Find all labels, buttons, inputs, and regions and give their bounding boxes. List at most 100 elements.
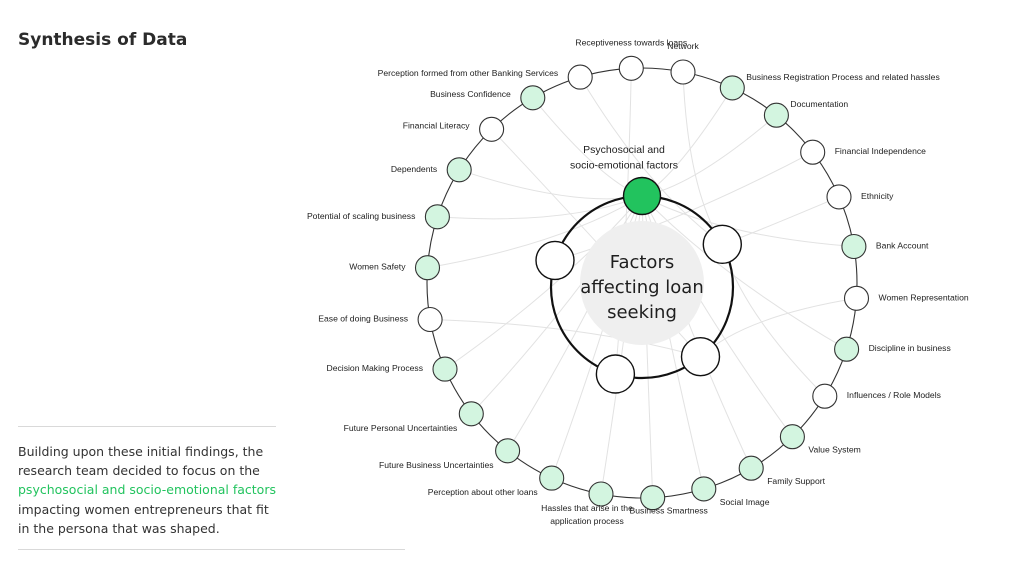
hub-label-line: Psychosocial and xyxy=(583,144,665,156)
factor-node-financial-literacy[interactable] xyxy=(479,116,505,142)
factor-node-influences-role-models[interactable] xyxy=(812,383,838,409)
inner-node[interactable] xyxy=(595,354,636,394)
factor-node-financial-independence[interactable] xyxy=(800,139,826,165)
factor-label: Ease of doing Business xyxy=(318,314,408,324)
factor-label: Women Representation xyxy=(879,293,969,303)
factor-label-line: application process xyxy=(550,516,624,526)
factor-label-line: Hassles that arise in the xyxy=(541,503,633,513)
factor-label-line: Influences / Role Models xyxy=(847,390,941,400)
center-glow xyxy=(580,221,704,345)
factor-label-line: Future Business Uncertainties xyxy=(379,460,494,470)
factor-node-decision-making-process[interactable] xyxy=(432,356,458,382)
hub-label-line: socio-emotional factors xyxy=(570,160,678,172)
factor-label-line: Ease of doing Business xyxy=(318,314,408,324)
factor-node-discipline-in-business[interactable] xyxy=(834,336,860,362)
factor-node-network[interactable] xyxy=(670,59,696,85)
connection-line xyxy=(470,195,643,415)
factor-label: Perception about other loans xyxy=(428,487,538,497)
factor-label: Dependents xyxy=(391,164,437,174)
factor-label: Decision Making Process xyxy=(327,363,423,373)
connection-line xyxy=(430,319,701,358)
description-text: Building upon these initial findings, th… xyxy=(18,442,280,538)
factor-label-line: Receptiveness towards loans xyxy=(575,38,687,48)
factor-node-business-registration-process-and-related-hassles[interactable] xyxy=(719,75,745,101)
factor-label-line: Perception formed from other Banking Ser… xyxy=(378,68,559,78)
factor-label: Value System xyxy=(808,445,860,455)
factor-label-line: Financial Independence xyxy=(835,146,926,156)
factor-label: Social Image xyxy=(720,497,770,507)
factor-label: Perception formed from other Banking Ser… xyxy=(378,68,559,78)
description-after: impacting women entrepreneurs that fit i… xyxy=(18,501,269,536)
factor-node-future-personal-uncertainties[interactable] xyxy=(458,401,484,427)
factor-label: Financial Independence xyxy=(835,146,926,156)
factor-node-value-system[interactable] xyxy=(779,424,805,450)
connection-line xyxy=(459,169,643,200)
factor-label: Financial Literacy xyxy=(403,121,471,131)
factor-node-women-safety[interactable] xyxy=(414,255,441,281)
factor-label: Business Smartness xyxy=(630,506,708,516)
center-label-line: affecting loan xyxy=(580,277,703,298)
factor-node-social-image[interactable] xyxy=(691,476,717,502)
description-highlight: psychosocial and socio-emotional factors xyxy=(18,482,276,498)
factor-label: Business Confidence xyxy=(430,89,511,99)
factor-label: Future Business Uncertainties xyxy=(379,460,494,470)
factor-label-line: Family Support xyxy=(767,476,825,486)
inner-node[interactable] xyxy=(680,337,721,377)
factor-node-future-business-uncertainties[interactable] xyxy=(495,438,521,464)
factor-label-line: Business Smartness xyxy=(630,506,708,516)
factor-label-line: Discipline in business xyxy=(869,343,951,353)
factor-label: Business Registration Process and relate… xyxy=(746,72,939,82)
connection-line xyxy=(427,195,643,269)
factor-label-line: Documentation xyxy=(790,99,848,109)
factor-label-line: Decision Making Process xyxy=(327,363,423,373)
inner-node[interactable] xyxy=(702,224,742,265)
factor-label: Bank Account xyxy=(876,241,929,251)
factor-node-hassles-that-arise-in-the-application-process[interactable] xyxy=(588,481,614,507)
factor-node-ease-of-doing-business[interactable] xyxy=(417,306,443,333)
factor-label-line: Network xyxy=(667,41,699,51)
connection-line xyxy=(444,195,643,370)
hub-node-psychosocial[interactable] xyxy=(622,176,662,216)
connection-line xyxy=(721,244,826,397)
factor-node-business-smartness[interactable] xyxy=(640,485,666,511)
factor-node-business-confidence[interactable] xyxy=(520,85,546,111)
factor-node-potential-of-scaling-business[interactable] xyxy=(424,204,450,230)
factor-node-dependents[interactable] xyxy=(446,157,472,183)
factor-label: Future Personal Uncertainties xyxy=(344,423,458,433)
factor-label-line: Women Representation xyxy=(879,293,969,303)
factor-node-documentation[interactable] xyxy=(763,102,789,128)
factor-label: Documentation xyxy=(790,99,848,109)
factor-node-perception-about-other-loans[interactable] xyxy=(539,465,565,491)
inner-nodes xyxy=(535,176,742,394)
factor-label: Women Safety xyxy=(349,262,406,272)
factor-node-family-support[interactable] xyxy=(738,455,764,481)
divider-top xyxy=(18,426,276,427)
factor-node-women-representation[interactable] xyxy=(843,285,870,311)
factor-node-bank-account[interactable] xyxy=(841,233,867,260)
factor-node-ethnicity[interactable] xyxy=(826,184,852,210)
factor-label-line: Business Registration Process and relate… xyxy=(746,72,939,82)
factor-label-line: Dependents xyxy=(391,164,437,174)
inner-node[interactable] xyxy=(535,240,575,281)
factor-label-line: Value System xyxy=(808,445,860,455)
factor-label-line: Business Confidence xyxy=(430,89,511,99)
connection-line xyxy=(579,76,723,245)
factor-label: Influences / Role Models xyxy=(847,390,941,400)
description-before: Building upon these initial findings, th… xyxy=(18,444,264,479)
factor-label-line: Bank Account xyxy=(876,241,929,251)
factor-label-line: Potential of scaling business xyxy=(307,211,415,221)
connection-line xyxy=(437,195,643,220)
center-label-line: seeking xyxy=(607,302,677,323)
factor-node-perception-formed-from-other-banking-services[interactable] xyxy=(567,64,593,90)
factor-node-receptiveness-towards-loans[interactable] xyxy=(618,55,644,81)
factor-label-line: Ethnicity xyxy=(861,191,894,201)
factor-label: Family Support xyxy=(767,476,825,486)
factor-label-line: Perception about other loans xyxy=(428,487,538,497)
factor-label: Hassles that arise in the application pro… xyxy=(541,503,633,526)
connection-line xyxy=(641,195,854,247)
hub-label: Psychosocial and socio-emotional factors xyxy=(570,144,678,172)
factor-label-line: Women Safety xyxy=(349,262,406,272)
